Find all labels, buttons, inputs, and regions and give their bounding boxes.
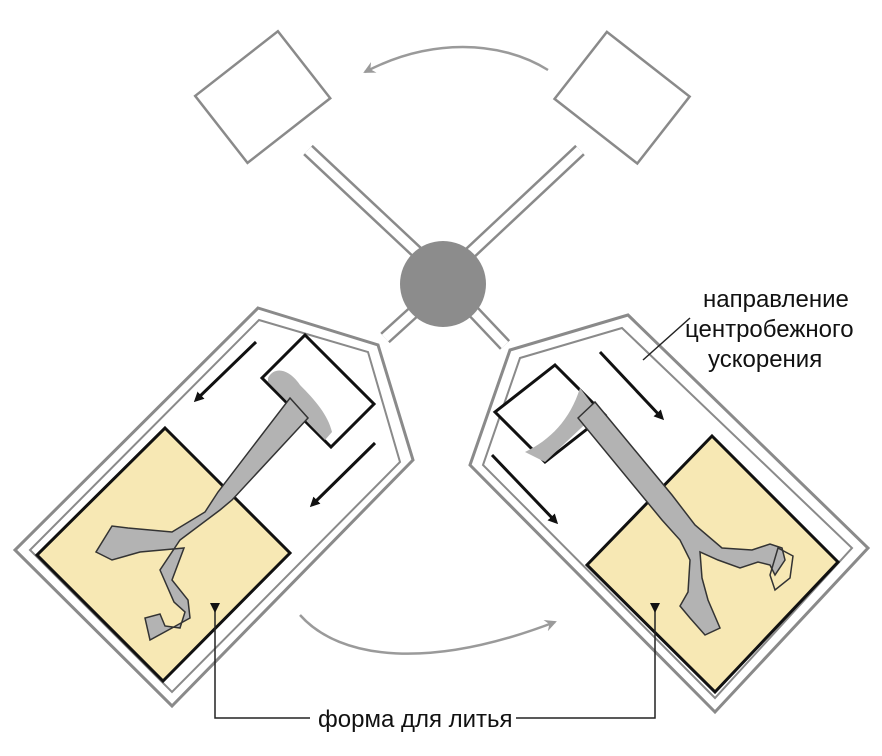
acceleration-arrow [309,441,377,508]
rotation-hub [400,241,486,327]
counterweight-right [552,30,692,166]
casting-right [576,400,786,636]
acceleration-arrow [193,340,258,403]
acceleration-arrow [490,453,559,525]
direction-label-line3: ускорения [708,346,822,373]
bucket-left [12,306,415,709]
sprue-cup-left [259,332,377,450]
direction-leader [642,317,691,361]
arm-upper-left [193,29,425,261]
mold-label: форма для литья [318,706,513,733]
counterweight-left [193,29,332,165]
mold-leader-right [516,603,660,719]
rotation-arrow-top [363,45,549,74]
rotation-arrow-bottom [299,614,557,655]
casting-left [94,396,310,642]
mold-right [584,433,841,695]
direction-label-line1: направление [703,286,849,313]
acceleration-arrow [598,350,665,421]
arm-upper-right [463,30,692,261]
mold-leader-left [210,603,310,719]
direction-label-line2: центробежного [685,316,854,343]
bucket-right [468,313,871,715]
